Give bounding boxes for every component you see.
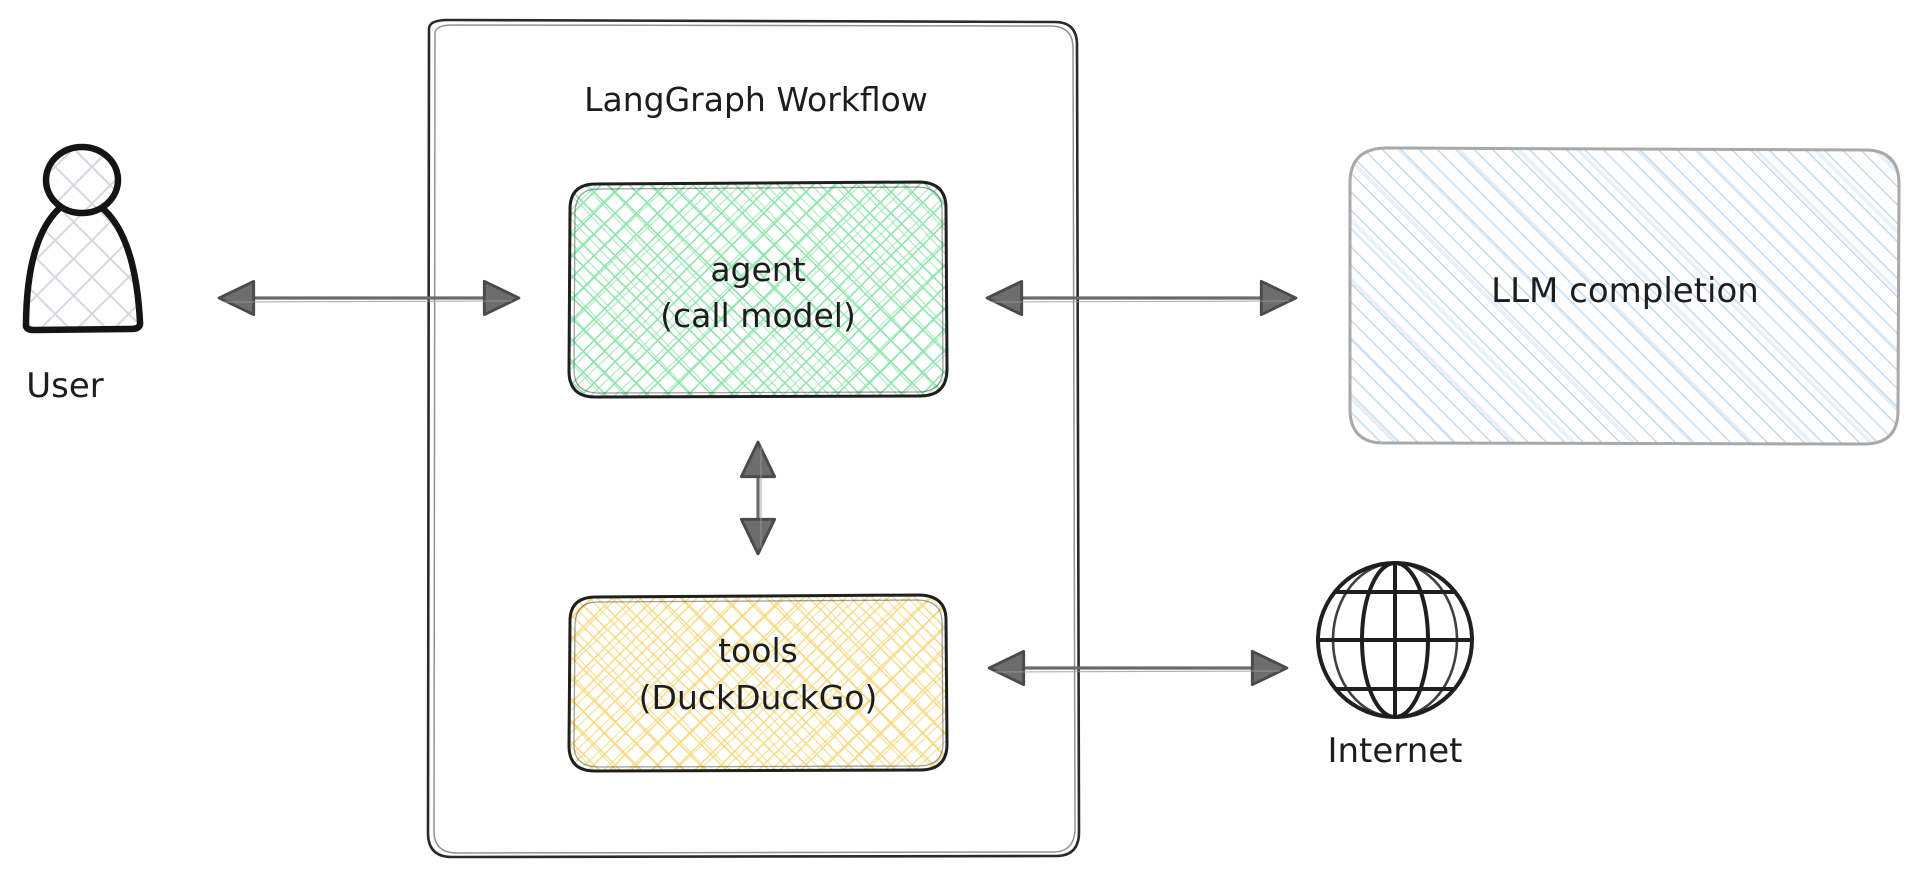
node-tools[interactable]: tools (DuckDuckGo) xyxy=(567,593,949,773)
globe-icon xyxy=(1316,561,1474,719)
node-agent-label-line1: agent xyxy=(710,250,805,289)
node-llm-completion[interactable]: LLM completion xyxy=(1348,146,1901,446)
node-agent[interactable]: agent (call model) xyxy=(567,180,949,399)
node-agent-label-line2: (call model) xyxy=(660,296,856,335)
workflow-title: LangGraph Workflow xyxy=(584,80,928,119)
node-tools-label-line2: (DuckDuckGo) xyxy=(639,678,878,717)
user-label: User xyxy=(26,366,104,406)
node-tools-label-line1: tools xyxy=(718,631,798,670)
user-icon xyxy=(22,143,144,334)
node-llm-label: LLM completion xyxy=(1491,271,1759,311)
edge-sketch-echo xyxy=(223,300,1290,673)
internet-label: Internet xyxy=(1327,731,1462,771)
